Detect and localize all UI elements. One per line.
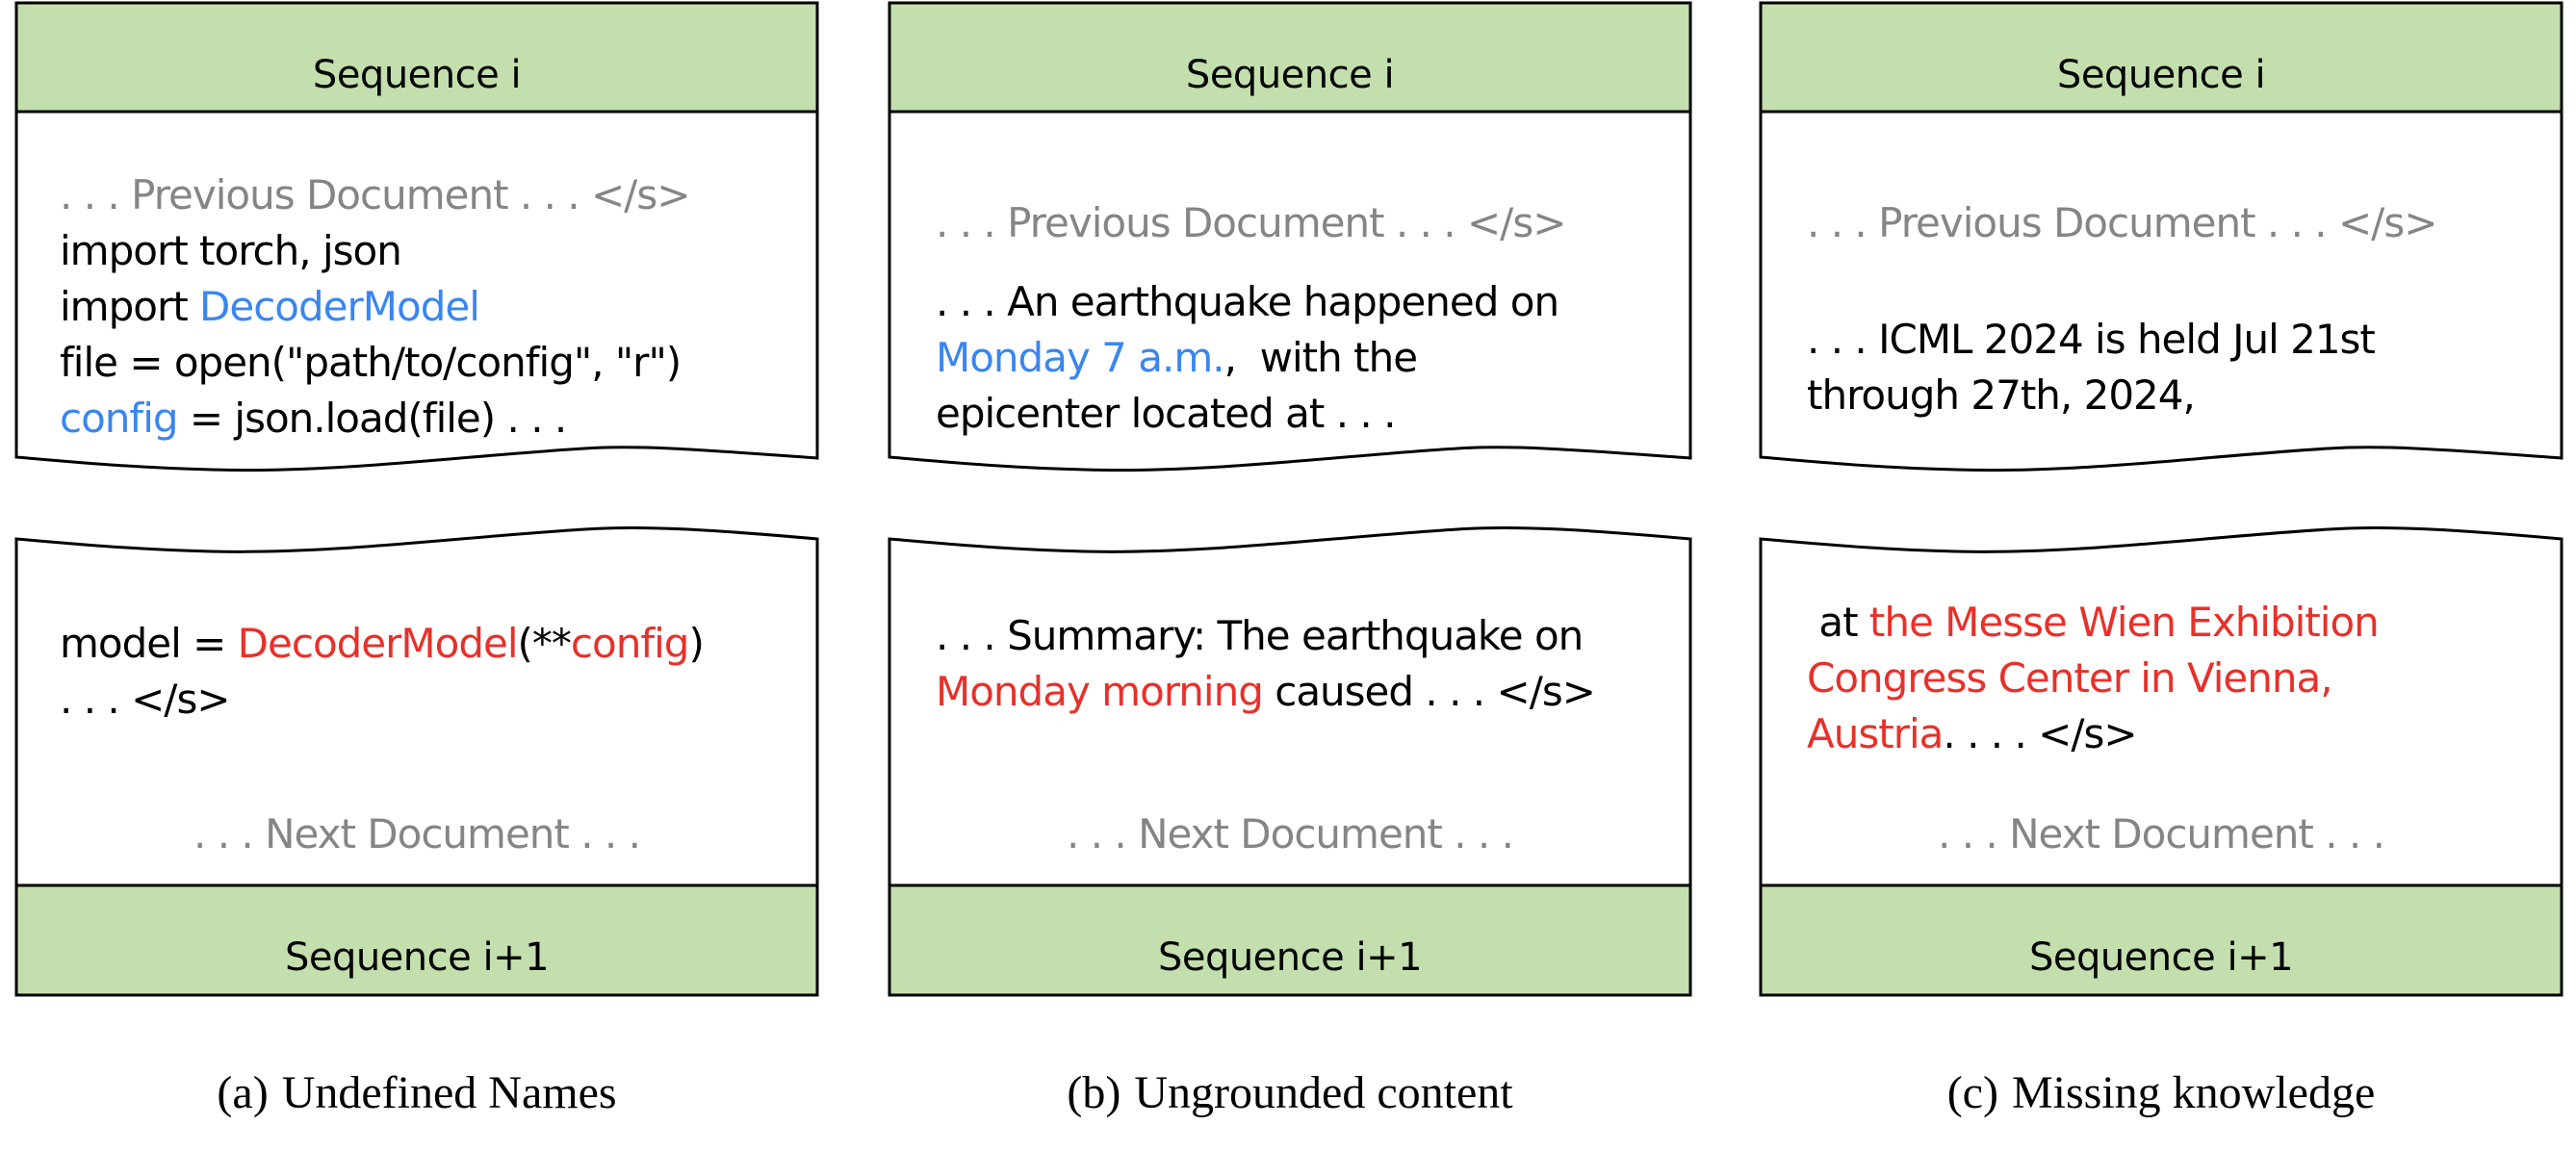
lower-document-box — [1759, 525, 2563, 887]
code-text: . . . </s> — [60, 676, 231, 723]
code-text: epicenter located at . . . — [936, 390, 1396, 437]
code-text: . . . Summary: The earthquake on — [936, 612, 1584, 659]
code-text: = json.load(file) . . . — [177, 395, 567, 442]
upper-content: . . . ICML 2024 is held Jul 21st through … — [1807, 312, 2376, 423]
header-box — [1759, 1, 2563, 114]
caption-a: (a)Undefined Names — [16, 1066, 817, 1119]
panel-frame — [1759, 1, 2563, 997]
text-line: import torch, json — [60, 223, 681, 279]
header-box — [14, 1, 819, 114]
text-line: import DecoderModel — [60, 279, 681, 335]
text-line: . . . ICML 2024 is held Jul 21st — [1807, 312, 2376, 368]
caption-tag: (b) — [1067, 1067, 1121, 1118]
code-text: through 27th, 2024, — [1807, 371, 2196, 419]
text-line: at the Messe Wien Exhibition — [1807, 595, 2379, 651]
upper-document-box — [14, 110, 819, 473]
lower-document-box — [888, 525, 1692, 887]
text-line: Monday morning caused . . . </s> — [936, 664, 1596, 720]
caption-b: (b) Ungrounded content — [889, 1066, 1690, 1119]
text-line: Austria. . . . </s> — [1807, 706, 2379, 762]
code-text: caused . . . </s> — [1262, 668, 1596, 715]
text-line: . . . An earthquake happened on — [936, 274, 1559, 330]
next-document-text: . . . Next Document . . . — [193, 810, 641, 857]
hallucinated-token: Monday morning — [936, 668, 1264, 715]
code-text: file = open("path/to/config", "r") — [60, 339, 682, 386]
next-document-text: . . . Next Document . . . — [1067, 810, 1514, 857]
footer-label: Sequence i+1 — [2028, 935, 2294, 980]
hallucinated-token: the Messe Wien Exhibition — [1868, 599, 2380, 646]
defined-token: DecoderModel — [199, 283, 480, 330]
code-text: model = — [60, 620, 238, 667]
caption-text: Undefined Names — [281, 1067, 617, 1118]
footer-box — [1759, 883, 2563, 997]
lower-document-box — [14, 525, 819, 887]
caption-text: Ungrounded content — [1134, 1067, 1513, 1118]
caption-tag: (a) — [217, 1067, 269, 1118]
caption-text: Missing knowledge — [2011, 1067, 2376, 1118]
panel-missing-knowledge: Sequence i . . . Previous Document . . .… — [1759, 0, 2563, 1151]
footer-label: Sequence i+1 — [284, 935, 550, 980]
hallucinated-token: config — [570, 620, 690, 667]
text-line: model = DecoderModel(**config) — [60, 616, 705, 672]
footer-box — [14, 883, 819, 997]
hallucinated-token: Congress Center in Vienna, — [1807, 654, 2333, 702]
text-line: Congress Center in Vienna, — [1807, 651, 2379, 706]
code-text: . . . ICML 2024 is held Jul 21st — [1807, 316, 2376, 363]
code-text: at — [1807, 599, 1869, 646]
defined-token: Monday 7 a.m. — [936, 334, 1225, 381]
code-text: import — [60, 283, 200, 330]
lower-content: . . . Summary: The earthquake on Monday m… — [936, 608, 1596, 720]
panel-ungrounded-content: Sequence i . . . Previous Document . . .… — [888, 0, 1692, 1151]
upper-content: . . . An earthquake happened on Monday 7 … — [936, 274, 1559, 442]
text-line: . . . </s> — [60, 672, 704, 728]
code-text: . . . An earthquake happened on — [936, 278, 1559, 325]
panel-frame — [14, 1, 819, 997]
text-line: epicenter located at . . . — [936, 386, 1558, 442]
upper-document-box — [888, 110, 1692, 473]
upper-document-box — [1759, 110, 2563, 473]
header-label: Sequence i — [312, 53, 522, 97]
text-line: . . . Summary: The earthquake on — [936, 608, 1595, 664]
caption-tag: (c) — [1946, 1067, 1998, 1118]
hallucinated-token: Austria — [1807, 710, 1944, 757]
header-label: Sequence i — [2056, 53, 2266, 97]
hallucinated-token: DecoderModel — [237, 620, 519, 667]
text-line: file = open("path/to/config", "r") — [60, 335, 682, 391]
text-line: config = json.load(file) . . . — [60, 391, 681, 447]
panel-frame — [888, 1, 1692, 997]
caption-c: (c) Missing knowledge — [1761, 1066, 2562, 1119]
text-line: through 27th, 2024, — [1807, 368, 2375, 423]
defined-token: config — [60, 395, 179, 442]
panel-undefined-names: Sequence i . . . Previous Document . . .… — [14, 0, 819, 1151]
code-text: . . . . </s> — [1943, 710, 2137, 757]
header-label: Sequence i — [1185, 53, 1395, 97]
previous-document-text: . . . Previous Document . . . </s> — [60, 171, 690, 218]
footer-label: Sequence i+1 — [1157, 935, 1423, 980]
text-line: Monday 7 a.m., with the — [936, 330, 1558, 386]
lower-content: model = DecoderModel(**config). . . </s> — [60, 616, 705, 728]
code-text: , with the — [1224, 334, 1418, 381]
previous-document-text: . . . Previous Document . . . </s> — [1807, 199, 2437, 246]
code-text: import torch, json — [60, 227, 402, 274]
next-document-text: . . . Next Document . . . — [1938, 810, 2385, 857]
previous-document-text: . . . Previous Document . . . </s> — [936, 199, 1566, 246]
footer-box — [888, 883, 1692, 997]
code-text: (** — [517, 620, 572, 667]
header-box — [888, 1, 1692, 114]
code-text: ) — [688, 620, 704, 667]
